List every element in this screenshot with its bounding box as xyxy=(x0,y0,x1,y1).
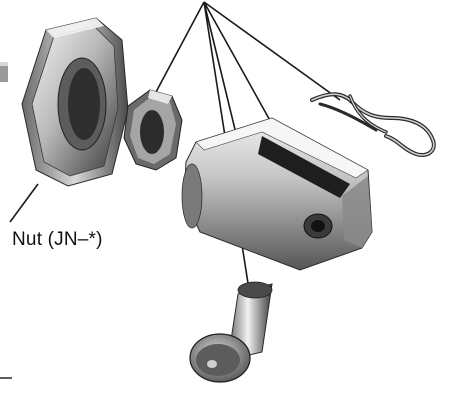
spring-clip-icon xyxy=(312,94,434,155)
small-nut-icon xyxy=(124,90,182,170)
leader-line-nut xyxy=(10,184,38,222)
partial-rod-icon xyxy=(0,62,8,82)
pin-icon xyxy=(190,282,272,382)
leader-line-small-nut xyxy=(156,2,204,92)
nut-label: Nut (JN–*) xyxy=(12,229,103,251)
hex-nut-icon xyxy=(22,18,128,186)
clevis-icon xyxy=(182,118,372,270)
